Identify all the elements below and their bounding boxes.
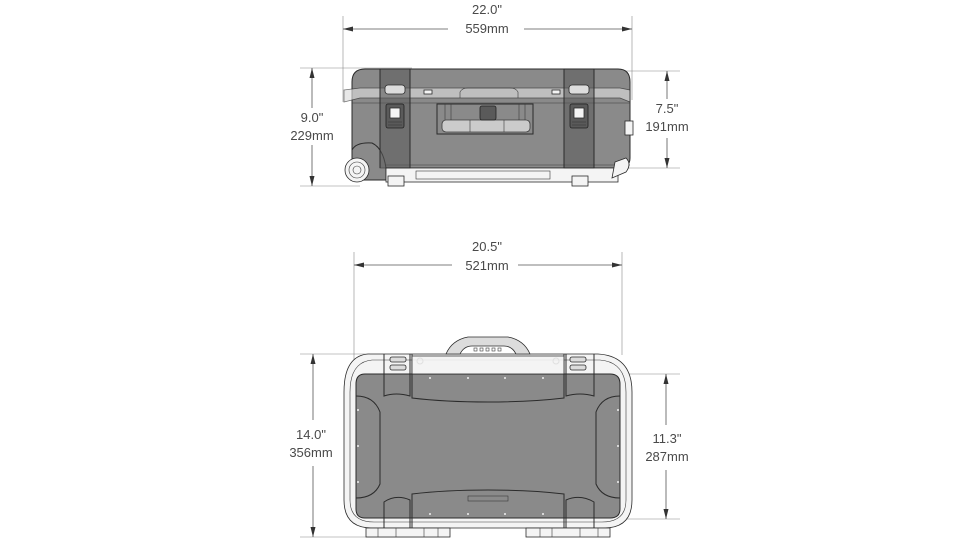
front-height-mm: 229mm [290, 128, 333, 143]
top-depth-mm: 356mm [289, 445, 332, 460]
dim-front-body-height: 7.5" 191mm [645, 71, 689, 168]
dim-top-depth: 14.0" 356mm [289, 354, 333, 537]
front-height-inches: 9.0" [301, 110, 324, 125]
body-height-mm: 191mm [645, 119, 688, 134]
front-width-inches: 22.0" [472, 2, 502, 17]
lid-depth-mm: 287mm [645, 449, 688, 464]
top-depth-inches: 14.0" [296, 427, 326, 442]
top-view [300, 252, 680, 538]
dim-top-width: 20.5" 521mm [354, 239, 622, 273]
dim-top-lid-depth: 11.3" 287mm [645, 374, 689, 519]
lid-depth-inches: 11.3" [653, 431, 682, 446]
dim-front-height: 9.0" 229mm [290, 68, 334, 186]
body-height-inches: 7.5" [656, 101, 679, 116]
top-width-inches: 20.5" [472, 239, 502, 254]
front-width-mm: 559mm [465, 21, 508, 36]
dim-front-width: 22.0" 559mm [343, 2, 632, 36]
front-view [300, 16, 680, 187]
top-width-mm: 521mm [465, 258, 508, 273]
